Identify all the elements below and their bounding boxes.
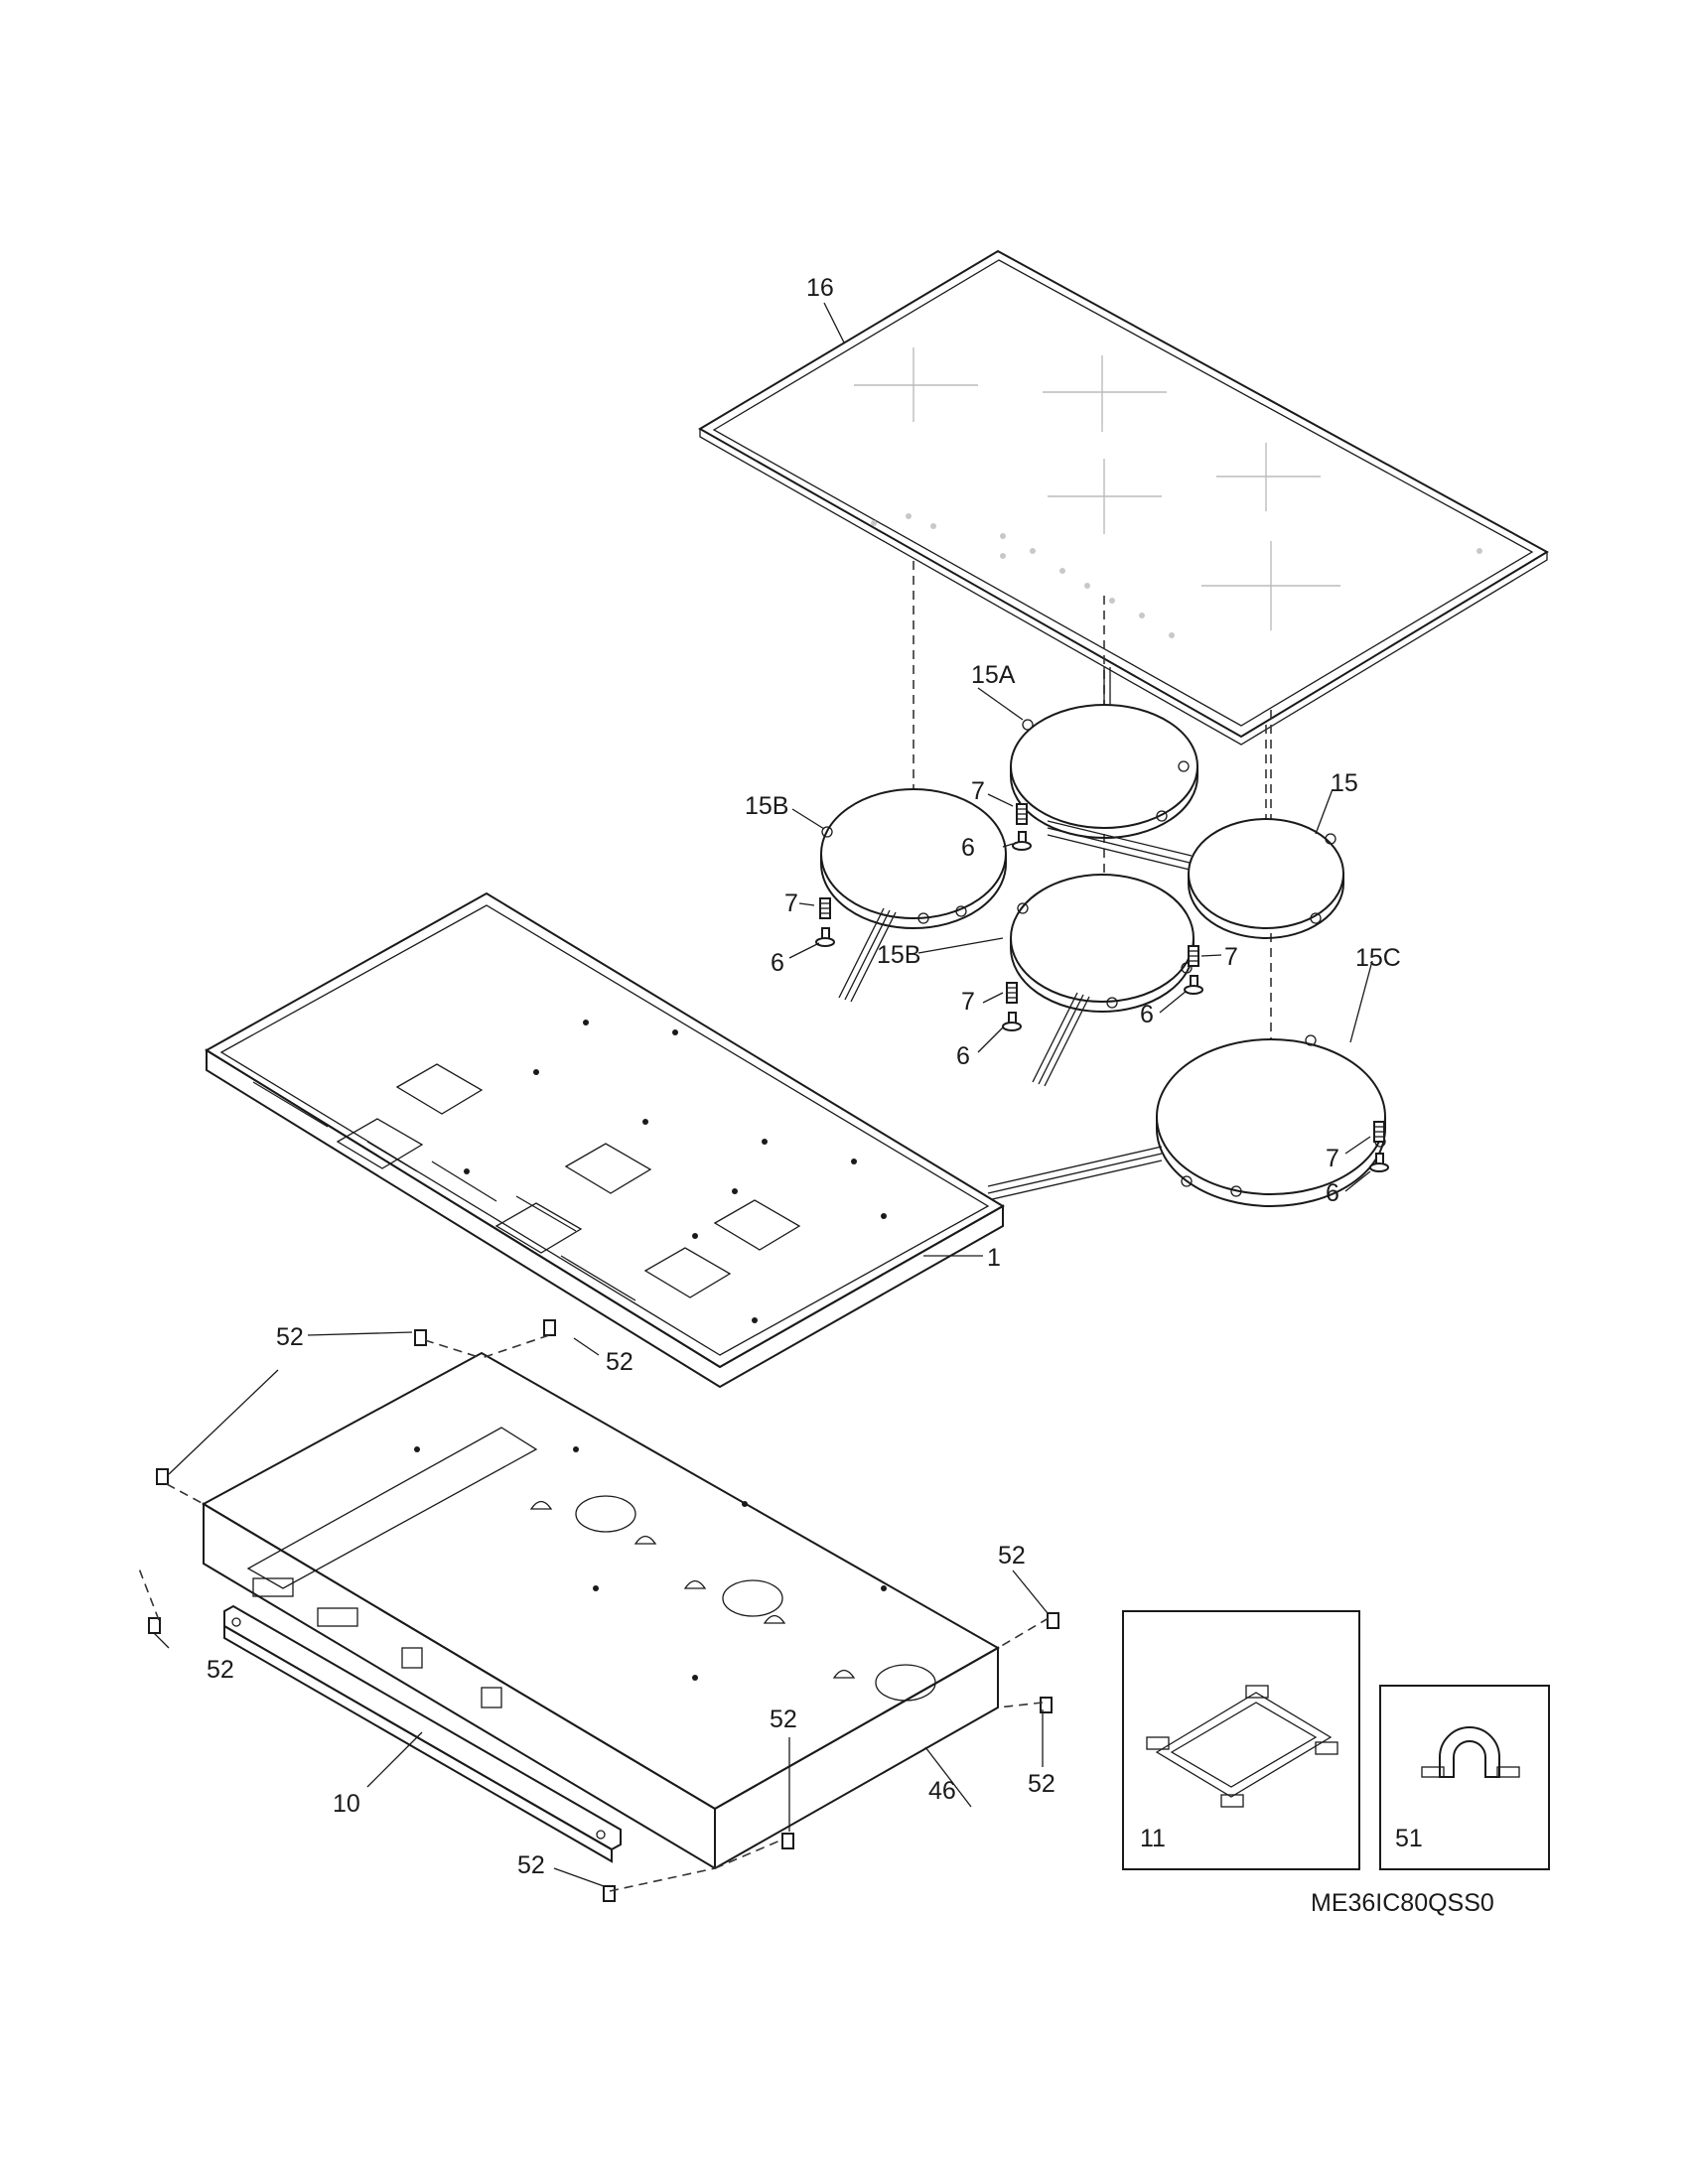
wire-harness-15A — [1103, 667, 1111, 705]
pin-6-a[interactable] — [1012, 831, 1032, 851]
callout-6-b: 6 — [771, 949, 784, 977]
callout-52-f: 52 — [770, 1706, 797, 1733]
spring-7-d[interactable] — [1188, 945, 1199, 967]
callout-7-a: 7 — [971, 777, 985, 805]
part-15C-element[interactable] — [1156, 1034, 1386, 1207]
spring-7-b[interactable] — [819, 897, 831, 919]
part-15B-element-center[interactable] — [1010, 874, 1195, 1013]
callout-6-d: 6 — [1140, 1001, 1154, 1028]
clip-52-f[interactable] — [1040, 1697, 1053, 1713]
callout-16: 16 — [806, 274, 834, 302]
wire-harness-15 — [1047, 820, 1193, 871]
wire-harness-15C — [987, 1146, 1163, 1201]
callout-52-a: 52 — [276, 1323, 304, 1351]
callout-52-d: 52 — [207, 1656, 234, 1684]
callout-15C: 15C — [1355, 944, 1401, 972]
callout-52-g: 52 — [517, 1851, 545, 1879]
inset-box-part-11[interactable] — [1122, 1610, 1360, 1870]
callout-10: 10 — [333, 1790, 360, 1818]
clip-52-a[interactable] — [414, 1329, 427, 1346]
spring-7-c[interactable] — [1006, 982, 1018, 1004]
callout-6-a: 6 — [961, 834, 975, 862]
callout-7-c: 7 — [961, 988, 975, 1016]
callout-1: 1 — [987, 1244, 1001, 1272]
callout-52-c: 52 — [998, 1542, 1026, 1570]
part-46-bottom-box[interactable] — [201, 1351, 1001, 1870]
pin-6-c[interactable] — [1002, 1012, 1022, 1031]
inset-box-part-51[interactable] — [1379, 1685, 1550, 1870]
callout-6-c: 6 — [956, 1042, 970, 1070]
callout-51: 51 — [1395, 1825, 1423, 1852]
pin-6-e[interactable] — [1369, 1153, 1389, 1172]
clip-52-b[interactable] — [543, 1319, 556, 1336]
clip-52-h[interactable] — [603, 1885, 616, 1902]
callout-15A: 15A — [971, 661, 1016, 689]
clip-52-g[interactable] — [781, 1833, 794, 1849]
part-1-element-tray[interactable] — [205, 891, 1005, 1389]
callout-7-e: 7 — [1326, 1145, 1339, 1172]
clip-52-e[interactable] — [1047, 1612, 1059, 1629]
clip-52-c[interactable] — [156, 1468, 169, 1485]
callout-labels: 16 15A 15B 15 15B 15C 7 6 7 6 7 6 7 6 7 … — [207, 274, 1494, 1917]
pin-6-d[interactable] — [1184, 975, 1203, 995]
callout-46: 46 — [928, 1777, 956, 1805]
callout-7-b: 7 — [784, 889, 798, 917]
part-10-front-rail[interactable] — [223, 1604, 622, 1863]
callout-7-d: 7 — [1224, 943, 1238, 971]
callout-52-b: 52 — [606, 1348, 633, 1376]
callout-6-e: 6 — [1326, 1179, 1339, 1207]
spring-7-e[interactable] — [1373, 1121, 1385, 1143]
part-15A-element[interactable] — [1010, 704, 1198, 839]
part-16-glass-cooktop[interactable] — [698, 249, 1550, 746]
callout-15B-left: 15B — [745, 792, 788, 820]
spring-7-a[interactable] — [1016, 803, 1028, 825]
diagram-model-id: ME36IC80QSS0 — [1311, 1889, 1494, 1917]
callout-11: 11 — [1140, 1825, 1166, 1852]
part-15-element[interactable] — [1188, 818, 1344, 939]
wire-harness-15B-left — [838, 907, 897, 1003]
callout-15B-center: 15B — [877, 941, 920, 969]
pin-6-b[interactable] — [815, 927, 835, 947]
wire-harness-15B-center — [1032, 992, 1090, 1087]
part-15B-element-left[interactable] — [820, 788, 1007, 929]
callout-15: 15 — [1331, 769, 1358, 797]
callout-52-e: 52 — [1028, 1770, 1055, 1798]
leader-lines — [153, 302, 1373, 1887]
